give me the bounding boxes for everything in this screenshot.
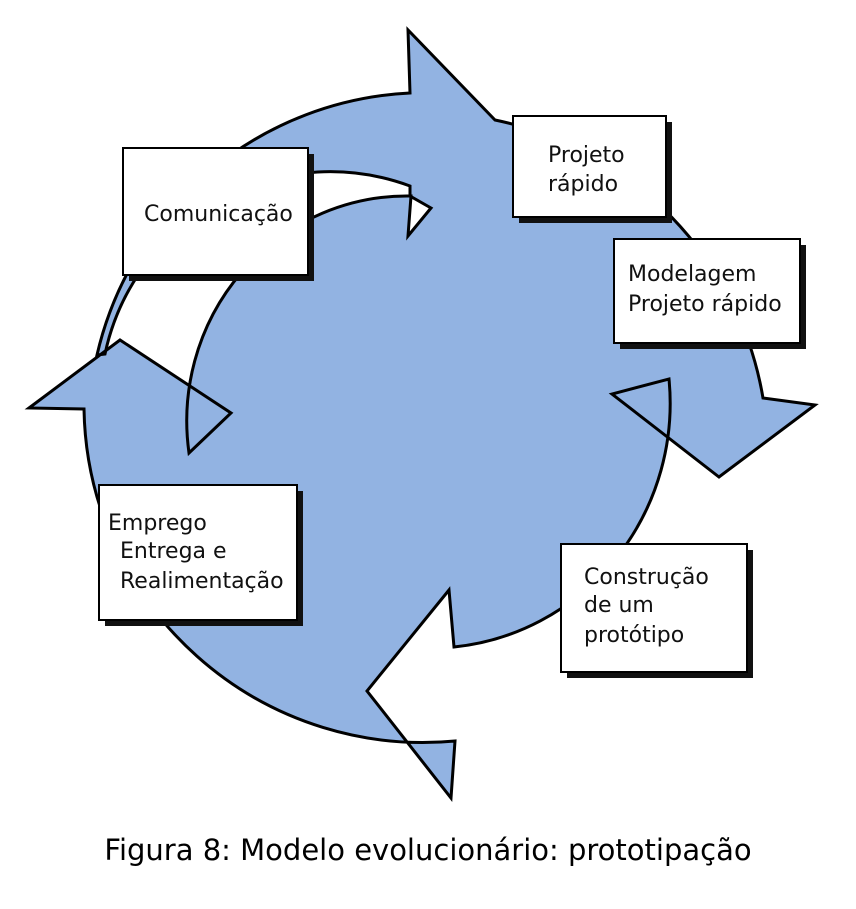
stage-construcao-box: [560, 543, 748, 673]
stage-construcao: Construção de um protótipo: [560, 543, 753, 678]
stage-emprego: Emprego Entrega e Realimentação: [98, 484, 303, 626]
stage-comunicacao-label: Comunicação: [144, 202, 293, 227]
stage-emprego-line-2: Entrega e: [120, 539, 227, 564]
stage-emprego-box: [98, 484, 298, 621]
stage-comunicacao: Comunicação: [122, 147, 314, 281]
cycle-ring-arrow: [24, 26, 819, 802]
stage-comunicacao-box: [122, 147, 309, 276]
stage-emprego-line-3: Realimentação: [120, 569, 284, 594]
figure-caption: Figura 8: Modelo evolucionário: prototip…: [104, 833, 752, 867]
stage-modelagem-line-2: Projeto rápido: [628, 292, 782, 317]
stage-construcao-line-2: de um: [584, 593, 654, 618]
stage-comunicacao-line-1: Comunicação: [144, 202, 293, 227]
stage-projeto-rapido-line-1: Projeto: [548, 143, 625, 168]
stage-modelagem-line-1: Modelagem: [628, 262, 756, 287]
stage-emprego-line-1: Emprego: [108, 511, 207, 536]
stage-construcao-line-3: protótipo: [584, 623, 684, 648]
stage-projeto-rapido-box: [512, 115, 667, 218]
stage-projeto-rapido: Projeto rápido: [512, 115, 672, 223]
stage-modelagem-label: Modelagem Projeto rápido: [628, 262, 782, 317]
stage-projeto-rapido-line-2: rápido: [548, 172, 618, 197]
stage-construcao-line-1: Construção: [584, 565, 709, 590]
stage-modelagem-box: [613, 238, 801, 344]
stage-emprego-label: Emprego Entrega e Realimentação: [108, 511, 284, 594]
stage-construcao-label: Construção de um protótipo: [584, 565, 716, 648]
stage-modelagem: Modelagem Projeto rápido: [613, 238, 806, 349]
stage-projeto-rapido-label: Projeto rápido: [548, 143, 632, 197]
